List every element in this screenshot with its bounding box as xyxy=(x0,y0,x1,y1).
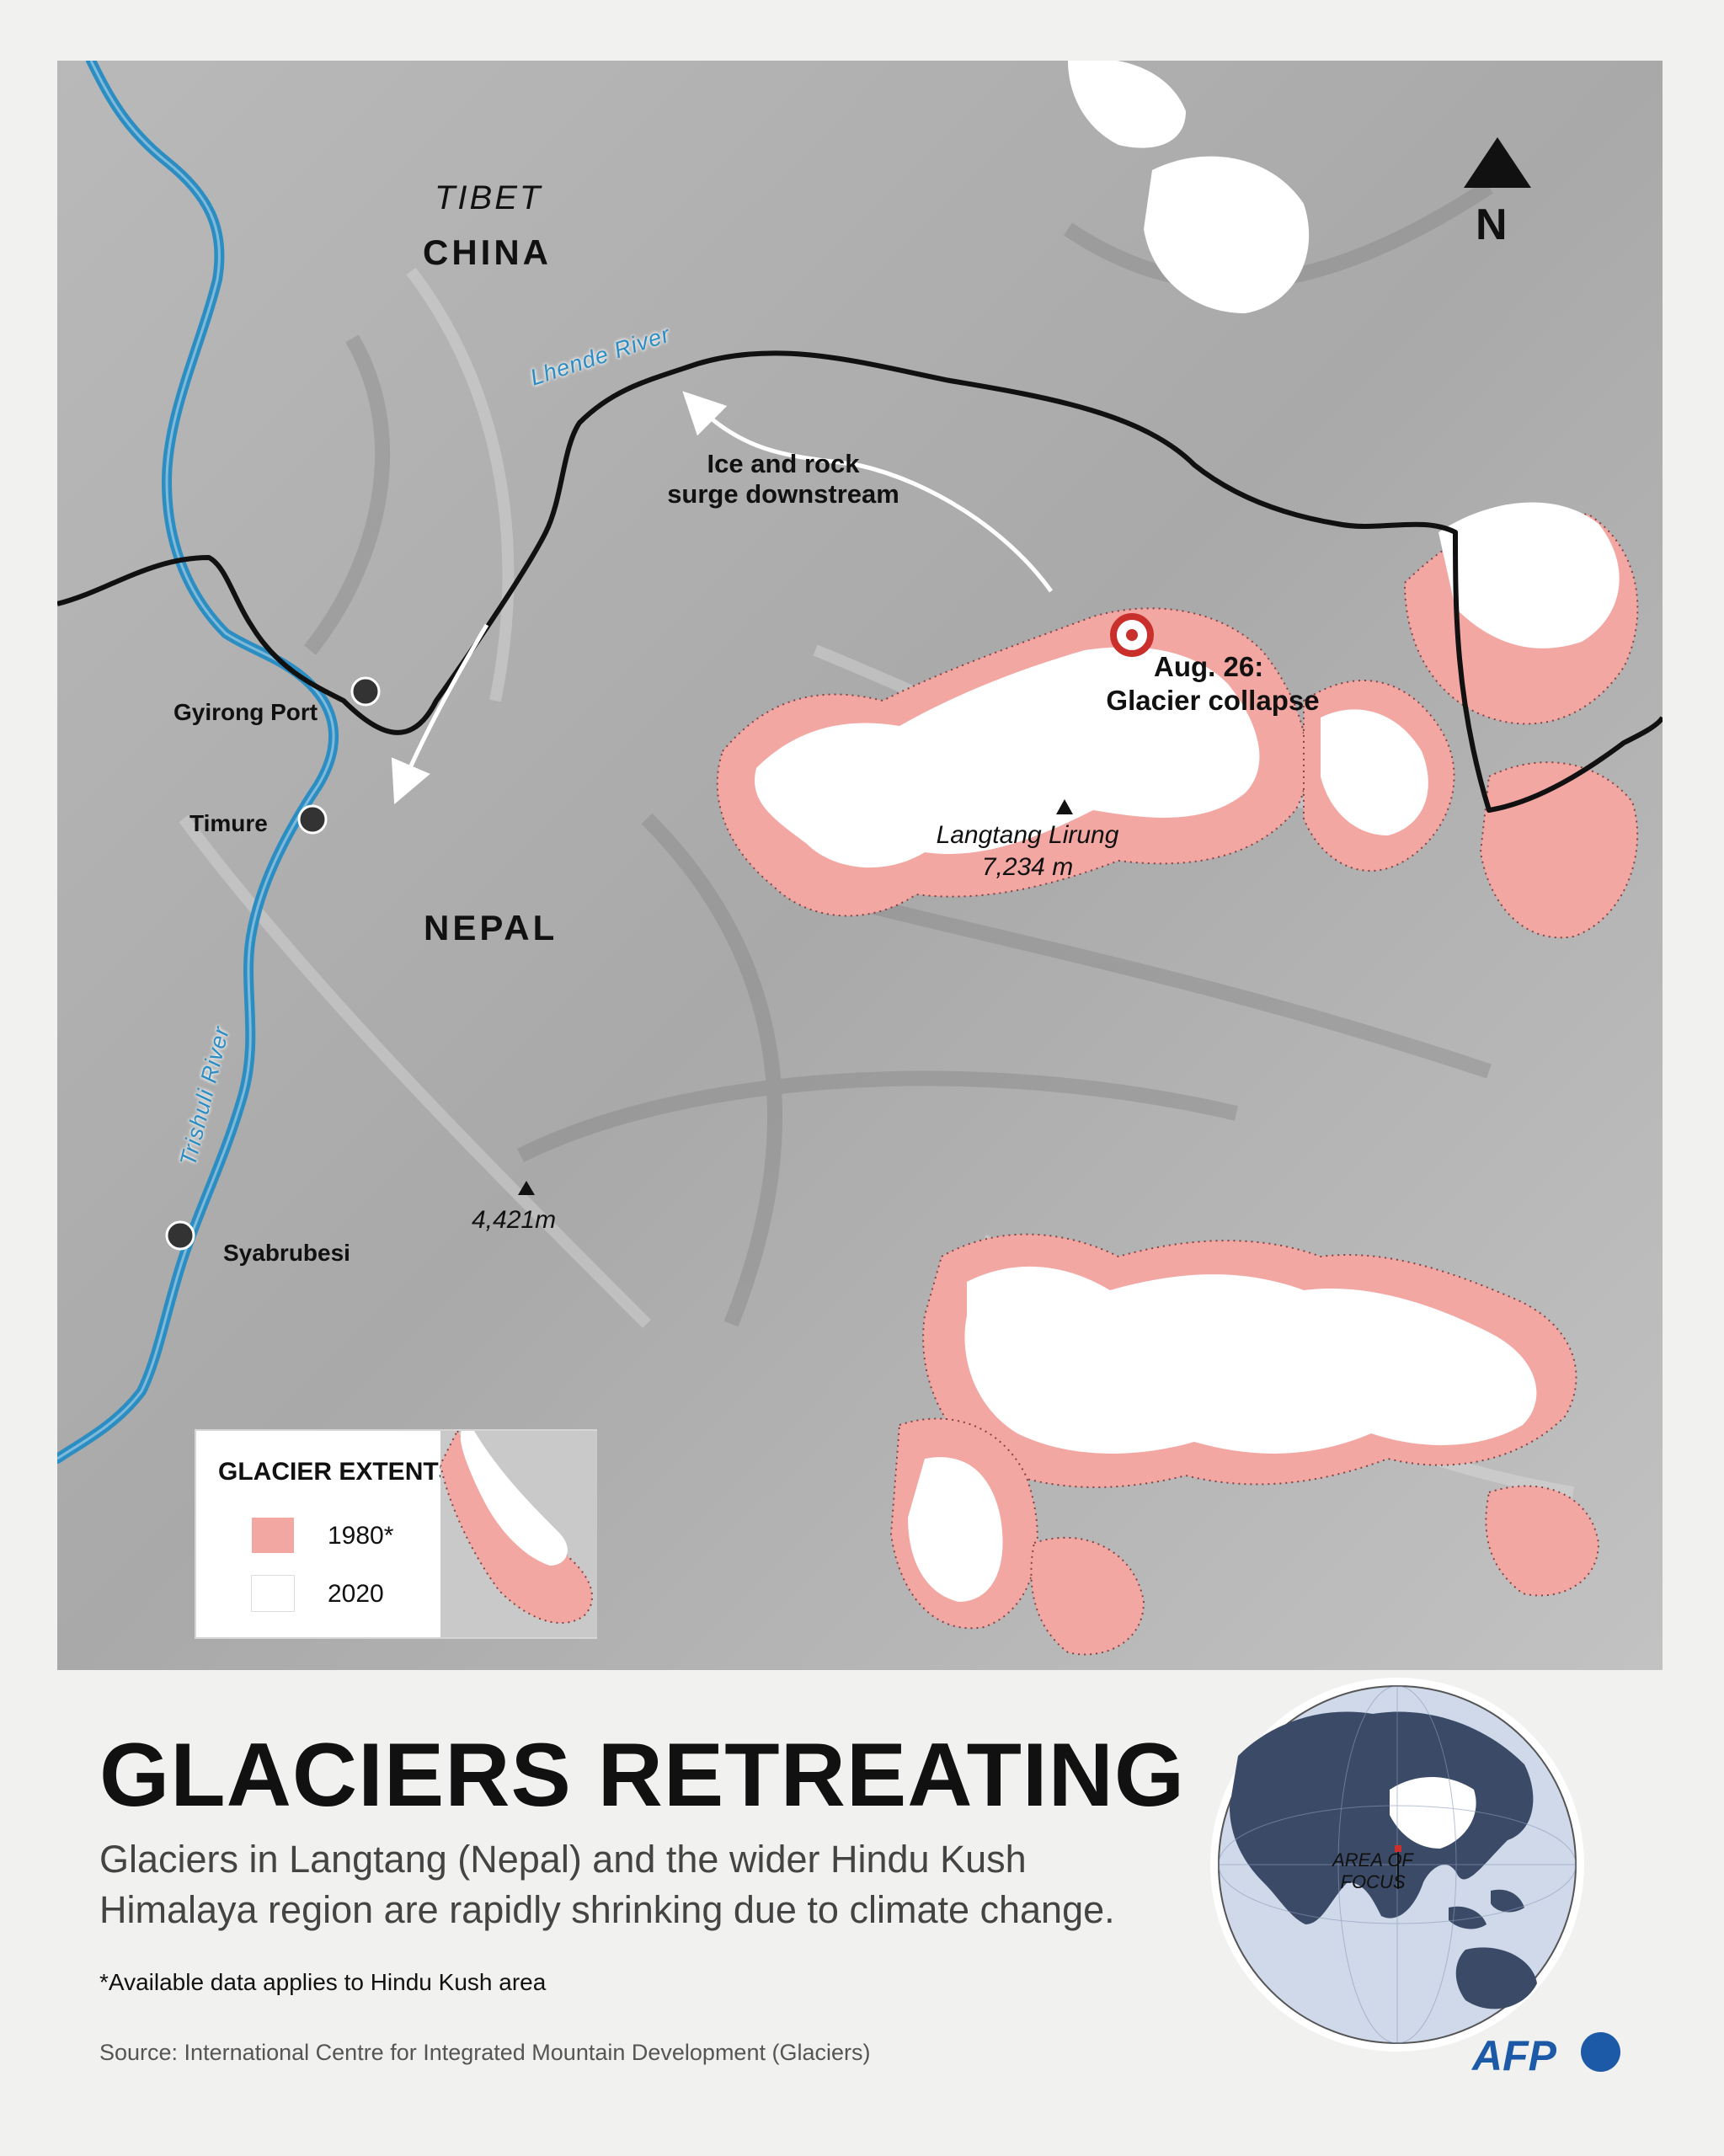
gyirong-port-dot xyxy=(350,676,381,707)
region-label-china: CHINA xyxy=(423,232,552,272)
surge-line-2: surge downstream xyxy=(667,479,899,509)
glacier-2020-extents xyxy=(755,61,1620,1602)
legend-glacier-illustration xyxy=(440,1431,597,1637)
north-arrow-icon xyxy=(1464,137,1531,188)
source-credit: Source: International Centre for Integra… xyxy=(99,2040,871,2065)
legend-title: GLACIER EXTENTS xyxy=(218,1458,456,1486)
focus-line-1: AREA OF xyxy=(1332,1849,1413,1870)
legend-swatch-2020 xyxy=(252,1576,294,1611)
collapse-line-2: Glacier collapse xyxy=(1106,685,1320,716)
surge-annotation: Ice and rock surge downstream xyxy=(657,449,910,510)
peak-name: Langtang Lirung xyxy=(936,821,1119,849)
legend-label-2020: 2020 xyxy=(328,1580,384,1608)
footnote: *Available data applies to Hindu Kush ar… xyxy=(99,1969,547,1995)
peak-label-minor: 4,421m xyxy=(472,1206,557,1234)
terrain-map xyxy=(57,61,1663,1670)
timure-dot xyxy=(297,804,328,835)
surge-line-1: Ice and rock xyxy=(707,449,860,478)
globe-focus-label: AREA OF FOCUS xyxy=(1314,1849,1432,1893)
afp-logo: AFP xyxy=(1472,2032,1556,2079)
minor-peak-icon xyxy=(518,1181,535,1195)
langtang-peak-icon xyxy=(1056,799,1073,814)
peak-elevation: 7,234 m xyxy=(981,853,1074,881)
place-label-syabrubesi: Syabrubesi xyxy=(223,1240,350,1266)
page-description: Glaciers in Langtang (Nepal) and the wid… xyxy=(99,1838,1115,1931)
legend-label-1980: 1980* xyxy=(328,1522,394,1550)
place-label-gyirong-port: Gyirong Port xyxy=(173,699,318,725)
trishuli-river xyxy=(57,61,339,1464)
north-label: N xyxy=(1476,200,1508,249)
collapse-line-1: Aug. 26: xyxy=(1154,651,1264,682)
afp-logo-dot xyxy=(1581,2032,1620,2072)
legend-swatch-1980 xyxy=(252,1518,294,1553)
globe-inset xyxy=(1210,1678,1584,2052)
place-label-timure: Timure xyxy=(189,810,268,836)
peak-label-langtang: Langtang Lirung 7,234 m xyxy=(935,819,1120,883)
surge-arrow-upper xyxy=(682,391,1054,593)
legend: GLACIER EXTENTS 1980* 2020 xyxy=(195,1429,597,1639)
china-nepal-border xyxy=(57,350,1663,813)
region-label-nepal: NEPAL xyxy=(424,908,558,947)
syabrubesi-dot xyxy=(165,1220,195,1251)
surge-arrow-lower xyxy=(391,623,489,804)
collapse-annotation: Aug. 26: Glacier collapse xyxy=(1086,650,1339,718)
focus-marker xyxy=(1395,1845,1401,1852)
region-label-tibet: TIBET xyxy=(435,179,543,216)
focus-line-2: FOCUS xyxy=(1340,1871,1406,1892)
page-title: GLACIERS RETREATING xyxy=(99,1724,1186,1825)
